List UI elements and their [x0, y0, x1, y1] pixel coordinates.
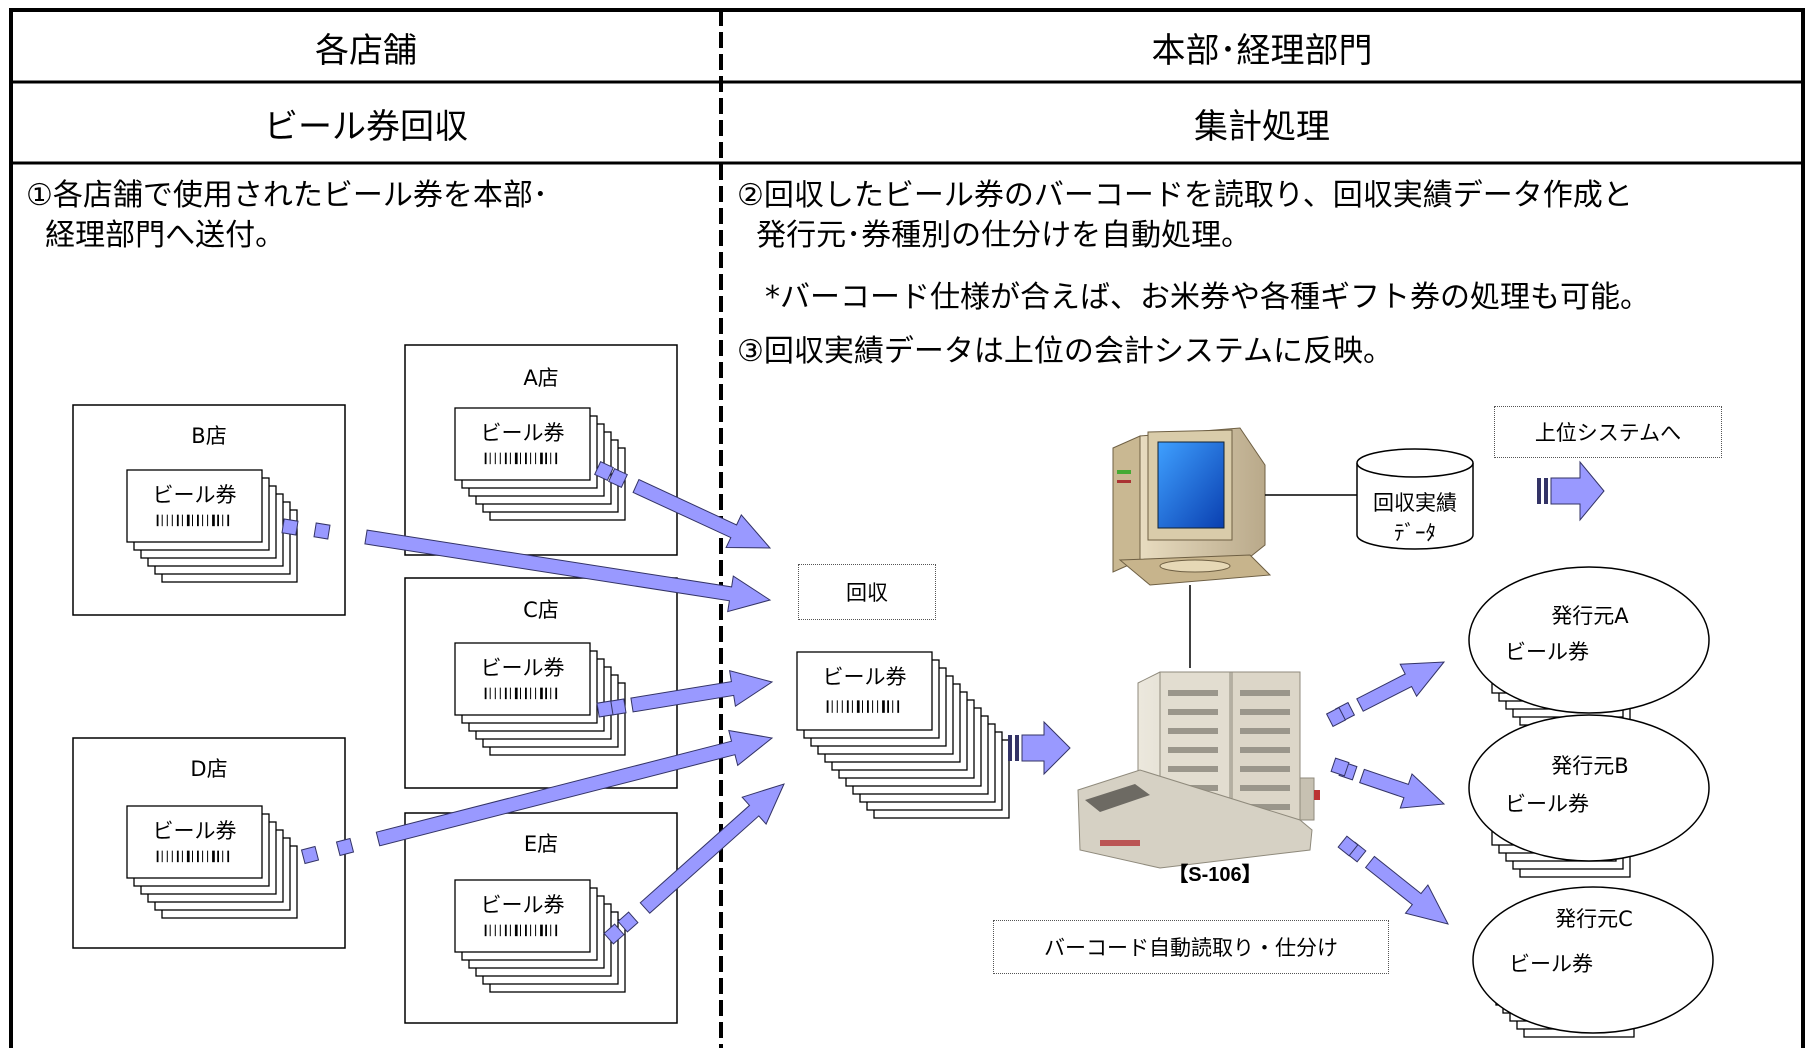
store-e-label: E店 [523, 832, 559, 856]
ticket-card [126, 469, 263, 543]
step1-description: ①各店舗で使用されたビール券を本部･ 経理部門へ送付。 [26, 178, 548, 253]
collect-label: 回収 [798, 564, 936, 620]
barcode-icon [484, 924, 558, 937]
arrow-machine-to-c [1337, 835, 1449, 925]
store-c-ticket-stack [454, 642, 626, 756]
ticket-label: ビール券 [1505, 639, 1589, 664]
right-column-title: 本部･経理部門 [1151, 30, 1373, 71]
ticket-label: ビール券 [480, 655, 565, 680]
collect-to-machine-arrow [1008, 720, 1071, 776]
store-a-ticket-stack [454, 407, 626, 521]
arrow-a-to-collect [594, 461, 772, 549]
barcode-icon [156, 514, 230, 527]
ticket-label: ビール券 [1509, 951, 1593, 976]
issuer-ellipses [1468, 566, 1714, 1034]
flow-arrows [281, 461, 1449, 945]
store-a-label: A店 [523, 366, 559, 390]
database-icon [1356, 448, 1474, 550]
machine-label: 【S-106】 [1168, 864, 1262, 886]
ticket-label: ビール券 [152, 818, 237, 843]
ticket-card [454, 407, 591, 481]
barcode-icon [484, 687, 558, 700]
ticket-label: ビール券 [480, 892, 565, 917]
upper-system-arrow [1537, 460, 1605, 522]
store-d-label: D店 [190, 757, 228, 781]
barcode-icon [826, 700, 900, 713]
step3-description: ③回収実績データは上位の会計システムに反映。 [737, 334, 1393, 369]
ticket-label: ビール券 [1505, 791, 1589, 816]
upper-system-label: 上位システムへ [1494, 406, 1722, 458]
ticket-label: ビール券 [480, 420, 565, 445]
issuer-b-label: 発行元B [1551, 754, 1629, 778]
arrow-b-to-collect [281, 518, 772, 613]
issuer-c-ellipse [1472, 886, 1714, 1034]
ticket-label: ビール券 [152, 482, 237, 507]
store-d-ticket-stack [126, 805, 298, 919]
issuer-c-label: 発行元C [1555, 907, 1633, 931]
sort-label: バーコード自動読取り・仕分け [993, 920, 1389, 974]
arrow-machine-to-a [1325, 661, 1446, 728]
collected-ticket-stack [796, 651, 1010, 819]
note-description: *バーコード仕様が合えば、お米券や各種ギフト券の処理も可能。 [765, 280, 1650, 315]
store-b-label: B店 [191, 424, 227, 448]
ticket-card [454, 879, 591, 953]
issuer-a-label: 発行元A [1551, 604, 1629, 628]
ticket-card [126, 805, 263, 879]
step2-description: ②回収したビール券のバーコードを読取り、回収実績データ作成と 発行元･券種別の仕… [737, 178, 1633, 253]
store-e-ticket-stack [454, 879, 626, 993]
computer-icon [1112, 427, 1272, 586]
arrow-d-to-collect [300, 729, 774, 865]
issuer-a-ellipse [1468, 566, 1710, 714]
barcode-icon [156, 850, 230, 863]
store-b-ticket-stack [126, 469, 298, 583]
database-label: 回収実績 ﾃﾞｰﾀ [1373, 491, 1457, 545]
arrow-c-to-collect [596, 670, 774, 718]
issuer-b-ellipse [1468, 714, 1710, 862]
ticket-card [796, 651, 933, 731]
arrow-e-to-collect [603, 783, 785, 945]
ticket-card [454, 642, 591, 716]
left-column-subtitle: ビール券回収 [264, 107, 468, 147]
ticket-label: ビール券 [822, 665, 907, 690]
arrow-machine-to-b [1330, 757, 1446, 809]
store-c-label: C店 [523, 598, 559, 622]
left-column-title: 各店舗 [315, 30, 417, 71]
sorter-machine-icon [1077, 671, 1320, 869]
right-column-subtitle: 集計処理 [1194, 107, 1330, 147]
barcode-icon [484, 452, 558, 465]
